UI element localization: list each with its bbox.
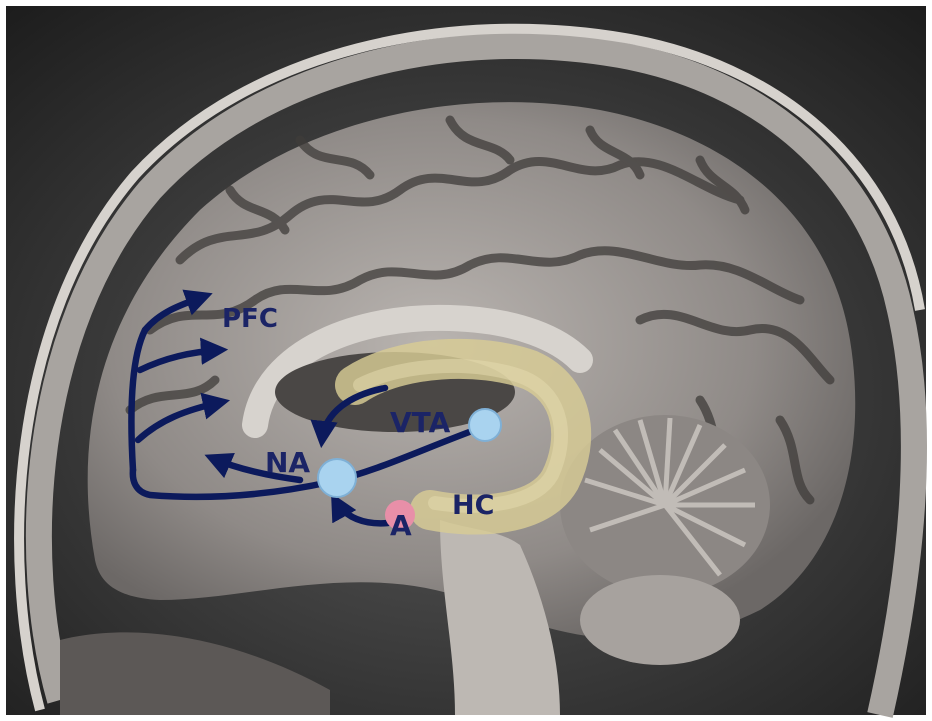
hc-label: HC	[452, 490, 494, 521]
pfc-label: PFC	[222, 304, 278, 334]
vta-label: VTA	[390, 406, 451, 439]
na-label: NA	[265, 446, 310, 479]
a-label: A	[390, 509, 412, 542]
cerebellum-lower	[580, 575, 740, 665]
na-node	[318, 459, 356, 497]
vta-node	[469, 409, 501, 441]
cerebellum	[560, 415, 770, 595]
